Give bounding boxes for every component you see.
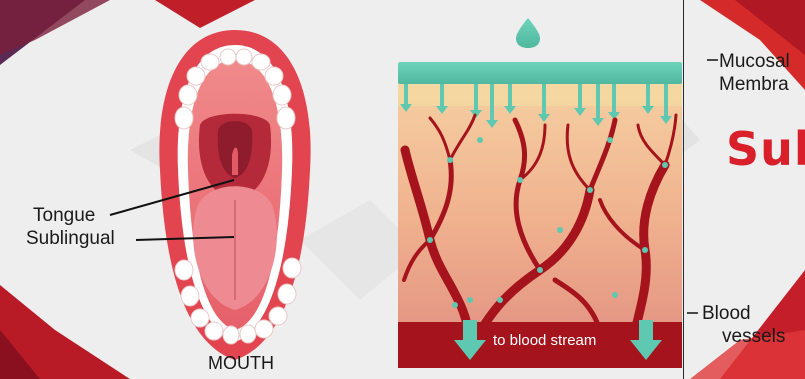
sublingual-label: Sublingual bbox=[26, 229, 115, 248]
mucosal-membrane-layer bbox=[398, 62, 682, 84]
mouth-caption: MOUTH bbox=[208, 354, 274, 372]
divider-line bbox=[683, 0, 684, 379]
mucosal-label-line2: Membra bbox=[719, 75, 789, 94]
page-title: Sub bbox=[726, 126, 805, 172]
blood-label-line1: Blood bbox=[702, 304, 751, 323]
mucosal-label-line1: Mucosal bbox=[719, 52, 790, 71]
drug-droplet-icon bbox=[516, 18, 540, 48]
tongue-label: Tongue bbox=[33, 206, 95, 225]
tissue-cross-section bbox=[398, 18, 682, 368]
mouth-illustration bbox=[110, 30, 311, 360]
to-blood-stream-label: to blood stream bbox=[493, 333, 596, 348]
blood-label-line2: vessels bbox=[722, 327, 785, 346]
